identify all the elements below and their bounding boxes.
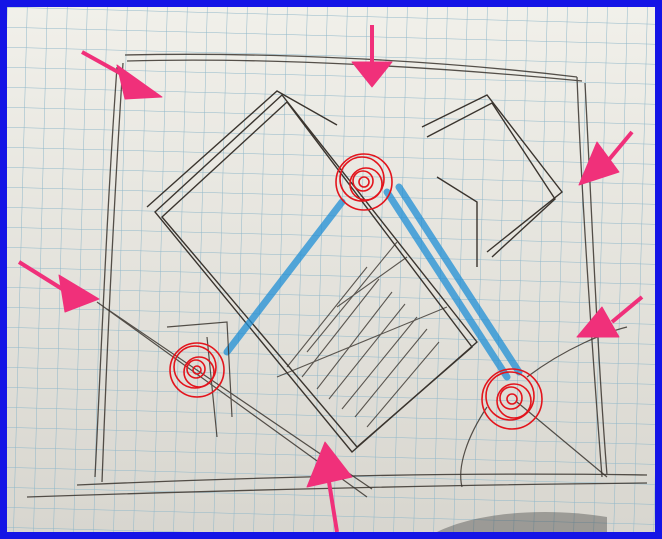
graph-paper-sketch [7,7,655,532]
